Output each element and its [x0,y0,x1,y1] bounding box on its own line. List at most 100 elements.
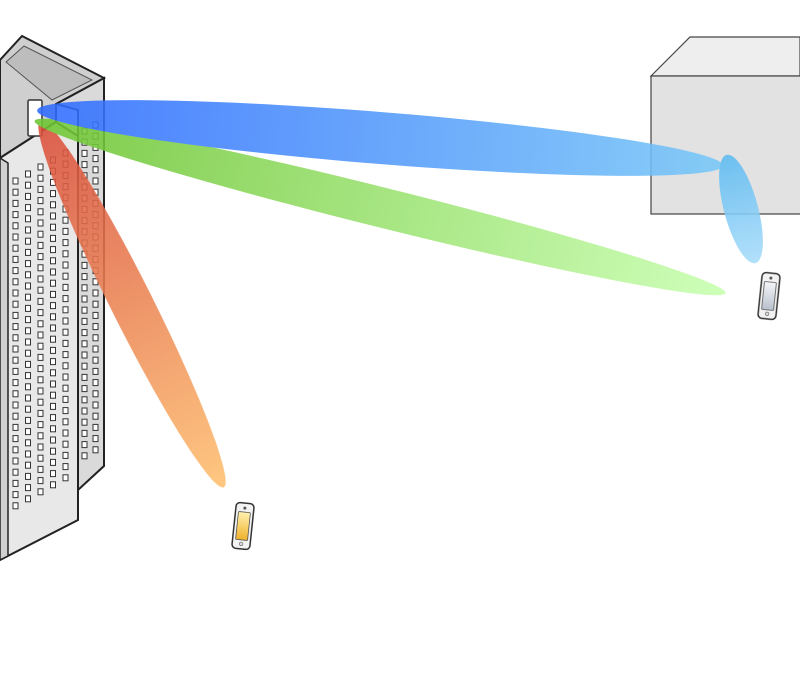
window [25,439,31,447]
window [50,268,56,276]
window [81,306,88,314]
phone-silver-screen [757,271,781,321]
window [50,212,56,220]
window [81,429,88,437]
window [12,233,19,241]
window [37,421,44,429]
window [92,300,99,308]
window [25,349,31,357]
window [50,290,56,298]
phone-speaker-icon [243,506,247,510]
window [81,351,88,359]
window [12,423,19,431]
window [25,237,31,245]
window [12,345,19,353]
window [92,311,99,319]
window [92,435,99,443]
window [37,219,44,227]
window [81,261,88,269]
window [37,264,44,272]
window [37,376,44,384]
window [12,311,19,319]
window [25,383,31,391]
window [50,402,56,410]
window [25,428,31,436]
window [25,226,31,234]
window [92,323,99,331]
window [50,380,56,388]
window [62,261,69,269]
window [37,409,44,417]
window [25,181,31,189]
window [92,345,99,353]
window [12,457,19,465]
window [92,446,99,454]
window [81,385,88,393]
window [81,149,88,157]
phone-screen [235,511,251,541]
window [12,278,19,286]
window [25,304,31,312]
window [37,331,44,339]
window [62,328,69,336]
window [92,379,99,387]
window [37,443,44,451]
window [37,286,44,294]
window [62,373,69,381]
window [92,155,99,163]
window [92,390,99,398]
window [50,279,56,287]
window [25,170,31,178]
window [62,250,69,258]
tower-left-edge [0,157,9,561]
window [50,223,56,231]
window [25,260,31,268]
window [12,244,19,252]
window [62,474,69,482]
window [50,470,56,478]
window [37,398,44,406]
window [12,255,19,263]
window [50,358,56,366]
window [81,407,88,415]
window [62,418,69,426]
window [50,436,56,444]
window [50,335,56,343]
window [62,339,69,347]
window [81,295,88,303]
window [50,324,56,332]
window [92,289,99,297]
window [12,267,19,275]
window [12,435,19,443]
window [25,282,31,290]
beam-blue [37,100,723,176]
window [12,367,19,375]
window [37,477,44,485]
window [25,338,31,346]
window [50,257,56,265]
window [25,316,31,324]
window [81,161,88,169]
window [12,491,19,499]
window [81,362,88,370]
window [25,472,31,480]
tower-roof-inner [5,45,94,101]
window [25,394,31,402]
window [37,297,44,305]
window [50,369,56,377]
window [25,215,31,223]
window [50,414,56,422]
window [50,447,56,455]
window [62,295,69,303]
window [12,390,19,398]
window [25,450,31,458]
beams [34,100,763,488]
window [81,317,88,325]
window [12,412,19,420]
window [25,416,31,424]
window [62,227,69,235]
window [25,271,31,279]
window [50,190,56,198]
window [37,320,44,328]
window [12,446,19,454]
